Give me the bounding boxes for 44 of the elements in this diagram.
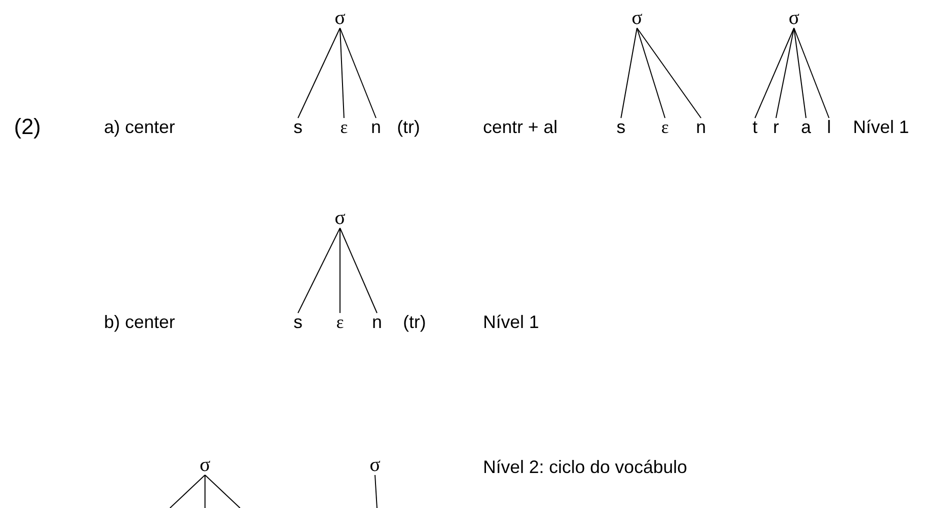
tree-branch-line	[776, 28, 794, 118]
syllable-symbol: σ	[334, 208, 346, 228]
syllable-symbol: σ	[370, 455, 380, 475]
annotation-text: Nível 1	[483, 313, 540, 331]
tree-branch-line	[754, 28, 794, 118]
segment-letter: n	[696, 118, 706, 136]
syllable-symbol: σ	[788, 8, 800, 28]
segment-letter: s	[294, 118, 302, 136]
tree-branch-line	[794, 28, 806, 118]
segment-letter: s	[616, 118, 626, 136]
tree-branch-line	[636, 28, 702, 118]
annotation-text: (tr)	[397, 118, 420, 136]
segment-letter: ε	[340, 118, 348, 136]
tree-branch-line	[204, 474, 240, 508]
syllable-symbol: σ	[200, 455, 210, 475]
segment-letter: a	[800, 118, 811, 136]
annotation-text: b) center	[104, 313, 176, 331]
segment-letter: l	[827, 118, 831, 136]
tree-branch-line	[204, 474, 206, 508]
tree-branch-line	[374, 474, 378, 508]
tree-branch-line	[620, 28, 638, 118]
tree-branch-line	[298, 28, 340, 118]
example-number: (2)	[14, 116, 41, 138]
segment-letter: s	[294, 313, 302, 331]
syllable-symbol: σ	[334, 8, 346, 28]
annotation-text: Nível 2: ciclo do vocábulo	[483, 458, 688, 476]
segment-letter: t	[752, 118, 758, 136]
syllable-symbol: σ	[632, 8, 642, 28]
segment-letter: ε	[336, 313, 344, 331]
annotation-text: Nível 1	[853, 118, 910, 136]
segment-letter: ε	[661, 118, 669, 136]
segment-letter: n	[370, 118, 381, 136]
annotation-text: centr + al	[483, 118, 558, 136]
tree-branch-line	[340, 228, 378, 314]
tree-branch-line	[794, 28, 830, 118]
tree-branch-line	[298, 228, 340, 314]
annotation-text: a) center	[104, 118, 176, 136]
annotation-text: (tr)	[403, 313, 426, 331]
tree-branch-line	[340, 28, 344, 118]
segment-letter: n	[372, 313, 382, 331]
tree-branch-line	[340, 28, 376, 118]
tree-branch-line	[636, 28, 666, 118]
tree-branch-line	[170, 474, 206, 508]
segment-letter: r	[773, 118, 779, 136]
